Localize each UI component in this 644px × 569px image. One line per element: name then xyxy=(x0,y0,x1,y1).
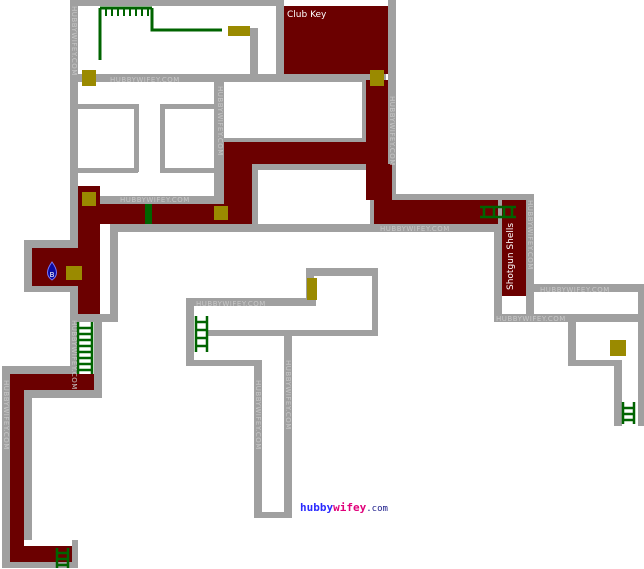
watermark: HUBBYWIFEY.COM xyxy=(120,196,190,204)
club-key-label: Club Key xyxy=(287,10,327,20)
ladder-icon xyxy=(621,402,636,424)
watermark: HUBBYWIFEY.COM xyxy=(110,76,180,84)
door xyxy=(610,340,626,356)
fence-rungs xyxy=(105,8,149,16)
doors xyxy=(66,26,626,356)
save-point-icon: B xyxy=(47,261,57,281)
watermark: HUBBYWIFEY.COM xyxy=(380,225,450,233)
watermark: HUBBYWIFEY.COM xyxy=(196,300,266,308)
shotgun-shells-label: Shotgun Shells xyxy=(506,222,516,290)
door xyxy=(228,26,250,36)
watermark: HUBBYWIFEY.COM xyxy=(216,86,224,156)
watermark: HUBBYWIFEY.COM xyxy=(496,315,566,323)
watermark: HUBBYWIFEY.COM xyxy=(254,380,262,450)
logo-part: hubby xyxy=(300,501,334,514)
watermark: HUBBYWIFEY.COM xyxy=(2,380,10,450)
door xyxy=(82,192,96,206)
club-key-room xyxy=(284,6,388,74)
fence xyxy=(98,6,222,60)
ladder-icon xyxy=(480,205,516,219)
ladder-icon xyxy=(76,322,94,374)
visited-areas xyxy=(10,6,526,562)
door xyxy=(214,206,228,220)
save-point-label: B xyxy=(50,271,55,279)
watermark: HUBBYWIFEY.COM xyxy=(540,286,610,294)
door xyxy=(370,70,384,86)
site-logo: hubbywifey.com xyxy=(300,501,388,514)
logo-part: .com xyxy=(366,504,388,514)
ladder-icon xyxy=(145,204,152,224)
ladder-icon xyxy=(194,316,209,352)
ladder-icon xyxy=(55,548,70,568)
watermark: HUBBYWIFEY.COM xyxy=(70,6,78,76)
watermark: HUBBYWIFEY.COM xyxy=(70,320,78,390)
watermark: HUBBYWIFEY.COM xyxy=(284,360,292,430)
door xyxy=(82,70,96,86)
door xyxy=(307,278,317,300)
watermark: HUBBYWIFEY.COM xyxy=(526,200,534,270)
ladders xyxy=(55,6,636,568)
watermark: HUBBYWIFEY.COM xyxy=(388,96,396,166)
door xyxy=(66,266,82,280)
logo-part: wifey xyxy=(333,501,367,514)
